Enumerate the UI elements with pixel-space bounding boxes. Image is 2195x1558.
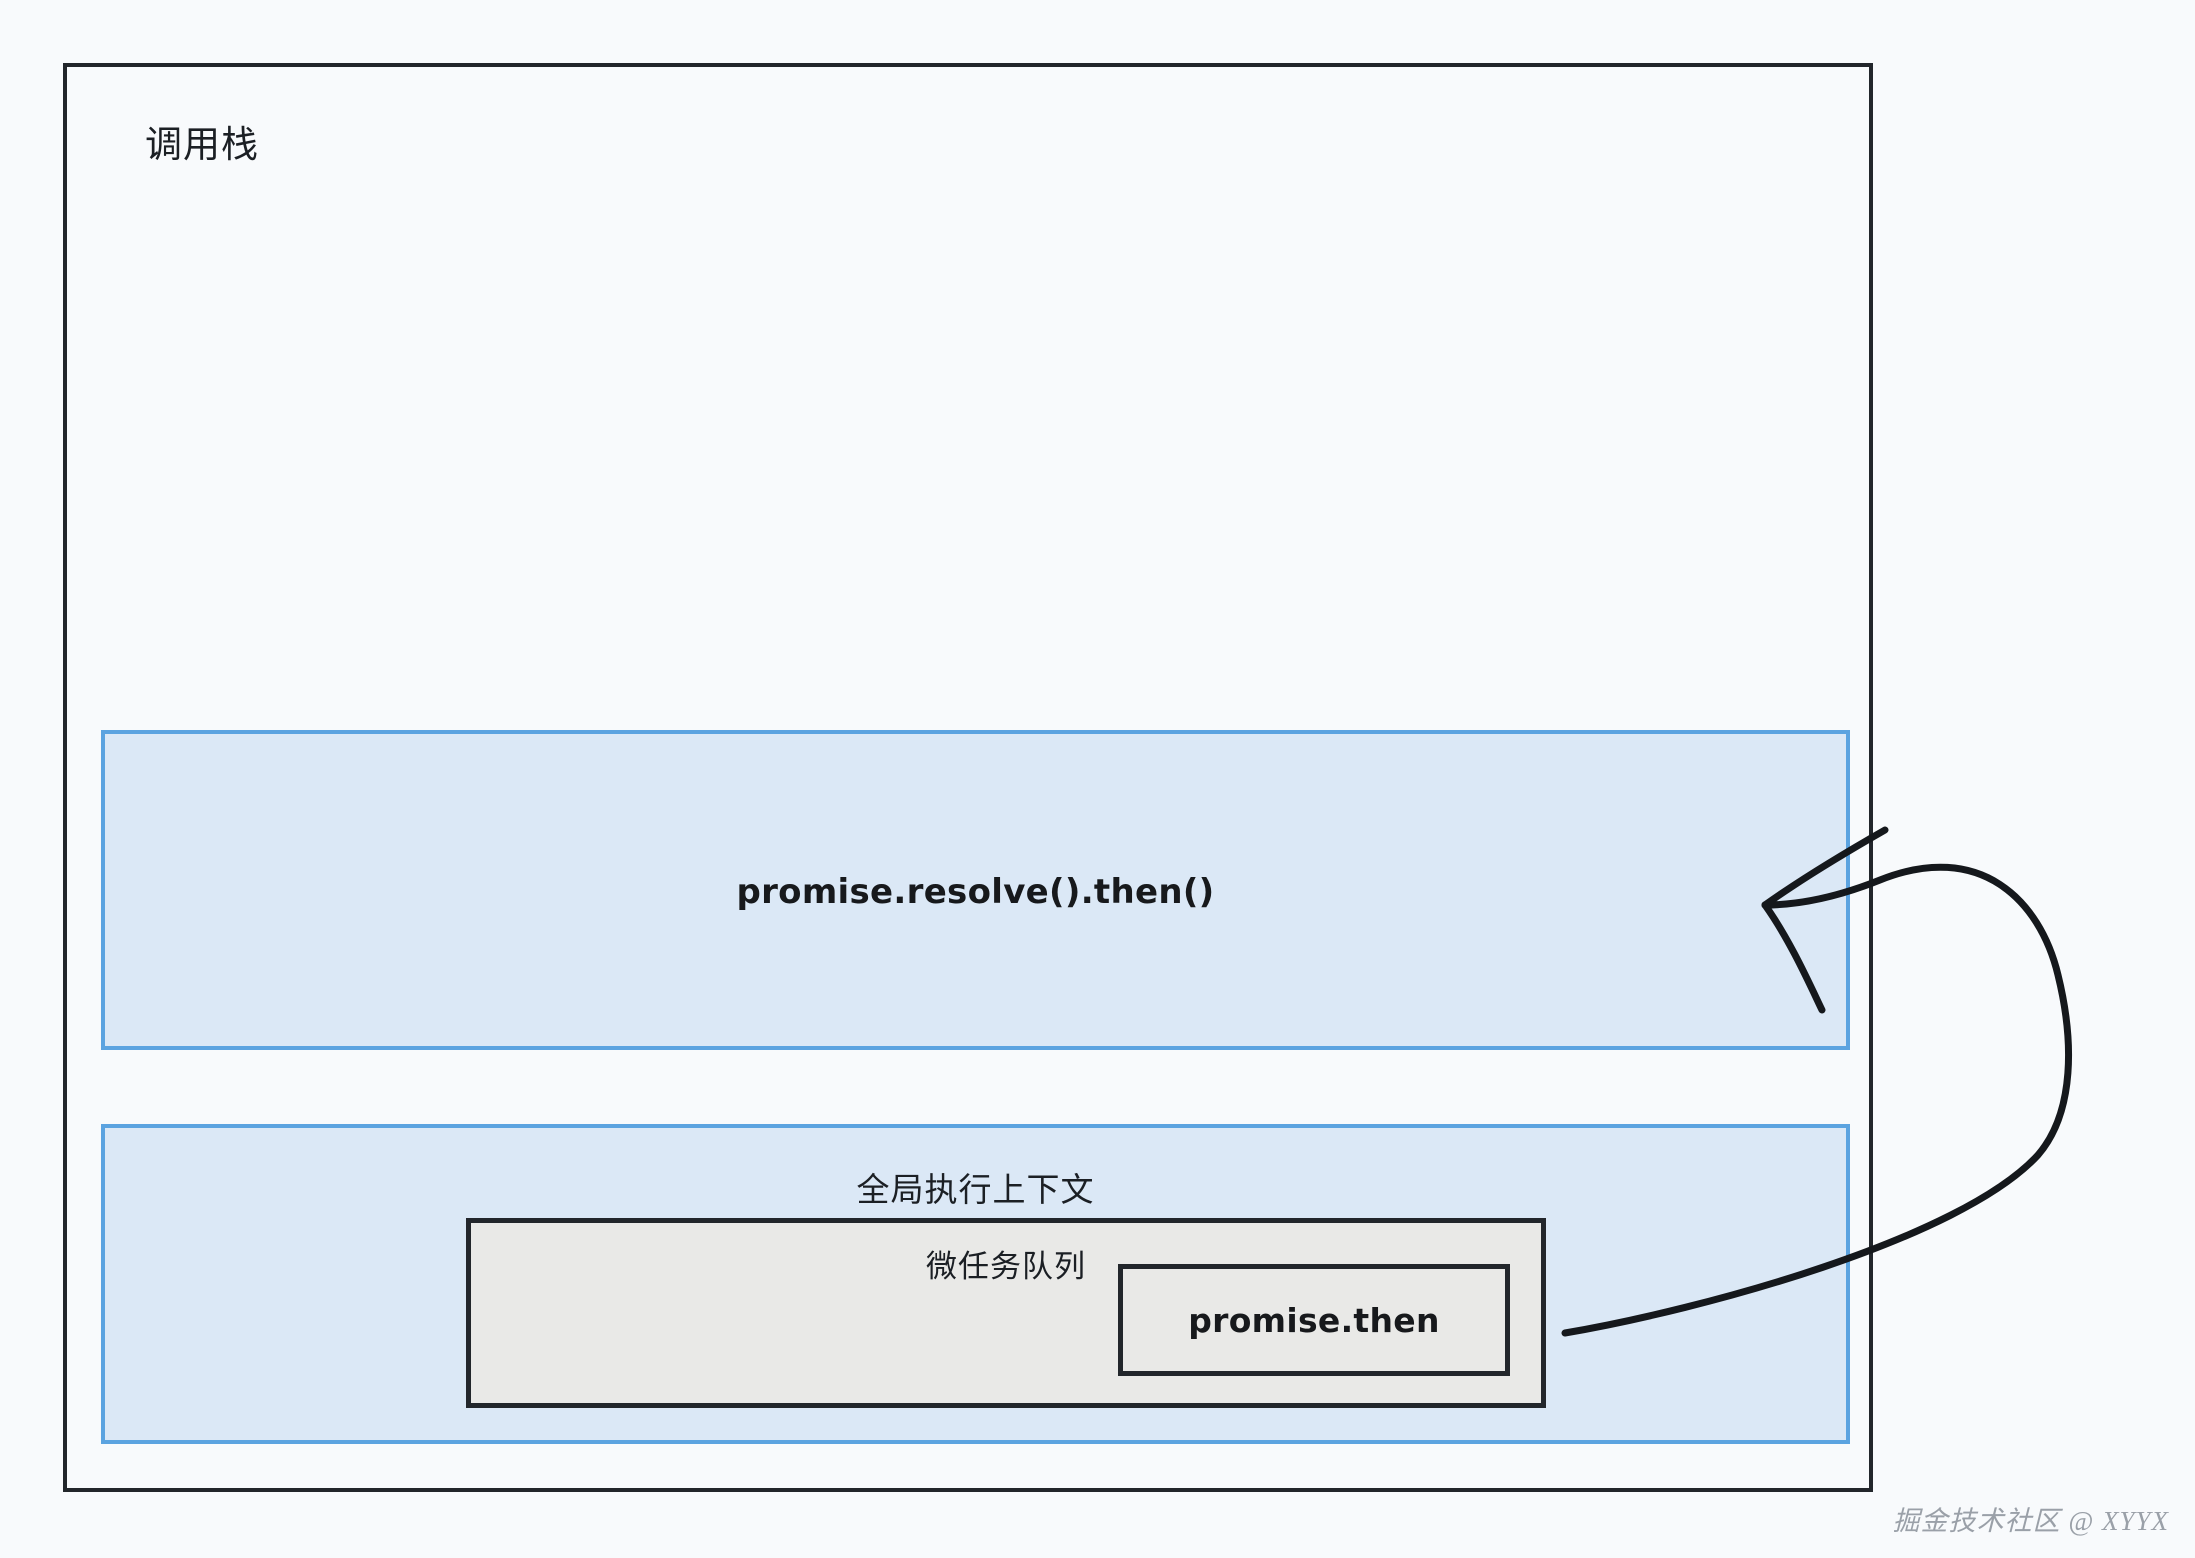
watermark: 掘金技术社区 @ XYYX [1892, 1506, 2169, 1536]
microtask-queue-label: 微任务队列 [926, 1249, 1086, 1284]
microtask-item-promise-then-label: promise.then [1188, 1300, 1440, 1340]
microtask-item-promise-then: promise.then [1118, 1264, 1510, 1376]
stack-frame-global-context-label: 全局执行上下文 [856, 1171, 1095, 1208]
stack-frame-promise-resolve: promise.resolve().then() [101, 730, 1850, 1050]
stack-frame-promise-resolve-label: promise.resolve().then() [736, 872, 1215, 912]
microtask-queue-box: 微任务队列 [466, 1218, 1546, 1408]
call-stack-title: 调用栈 [145, 124, 259, 165]
